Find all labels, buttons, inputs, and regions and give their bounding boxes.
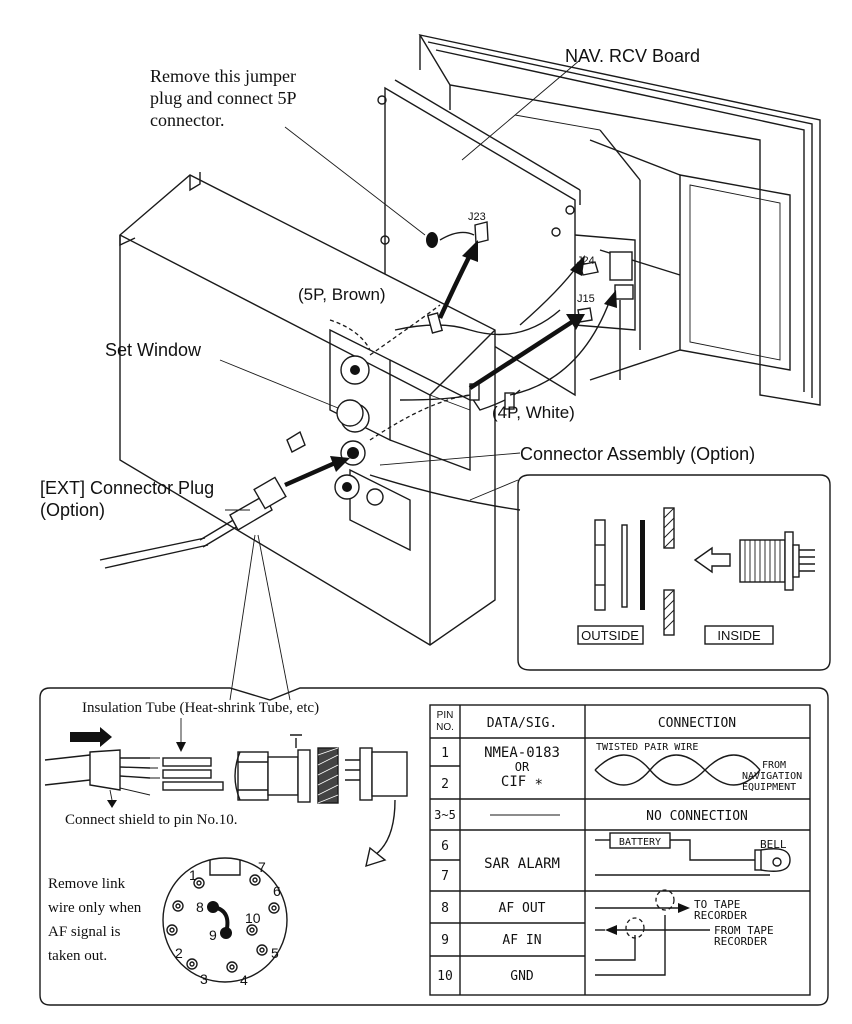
callout-nav-rcv-board: NAV. RCV Board	[565, 46, 700, 66]
table-cell-data: AF IN	[502, 933, 541, 948]
label-j15: J15	[577, 293, 595, 305]
callout-ext-plug-line-1: [EXT] Connector Plug	[40, 478, 214, 498]
callout-ext-plug-line-2: (Option)	[40, 500, 105, 520]
table-row-pin: 10	[437, 969, 453, 984]
pin-face-drawing	[162, 857, 288, 983]
table-cell-from-tape-line-1: FROM TAPE	[714, 924, 774, 937]
table-row-pin: 6	[441, 839, 449, 854]
table-cell-to-tape-line-1: TO TAPE	[694, 898, 740, 911]
table-header-data: DATA/SIG.	[487, 716, 557, 731]
label-remove-link-line-2: wire only when	[48, 900, 142, 916]
pin-face-number: 9	[209, 927, 217, 943]
pin-face-number: 6	[273, 883, 281, 899]
label-remove-link-line-3: AF signal is	[48, 924, 121, 940]
twisted-pair-symbol	[594, 754, 761, 786]
battery-bell-symbol	[595, 832, 791, 876]
callout-4p-white: (4P, White)	[492, 403, 575, 422]
table-row-pin: 2	[441, 777, 449, 792]
pin-face-number: 1	[189, 867, 197, 883]
table-cell-nmea-line-2: OR	[515, 760, 530, 774]
label-remove-link-line-1: Remove link	[48, 876, 126, 892]
bottom-panel-frame	[39, 687, 829, 1006]
table-cell-from-nav-line-2: NAVIGATION	[742, 771, 802, 782]
callout-jumper-line-2: plug and connect 5P	[150, 88, 296, 108]
label-j23: J23	[468, 211, 486, 223]
callout-jumper-line-3: connector.	[150, 110, 224, 130]
table-cell-bell: BELL	[760, 838, 787, 851]
table-cell-battery: BATTERY	[619, 837, 661, 848]
table-cell-data: AF OUT	[499, 901, 546, 916]
label-remove-link-line-4: taken out.	[48, 948, 107, 964]
callout-5p-brown: (5P, Brown)	[298, 285, 386, 304]
table-cell-sar-alarm: SAR ALARM	[484, 856, 560, 872]
pin-face-number: 4	[240, 972, 248, 988]
table-cell-nmea-line-3: CIF ∗	[501, 774, 543, 790]
table-cell-no-connection: NO CONNECTION	[646, 809, 748, 824]
callout-set-window: Set Window	[105, 340, 202, 360]
ext-connector-plug	[99, 476, 287, 569]
cable-prep-drawing	[44, 718, 408, 868]
table-row-pin: 8	[441, 901, 449, 916]
table-header-pin-line-2: NO.	[436, 722, 454, 733]
pin-face-number: 5	[271, 945, 279, 961]
table-header-pin-line-1: PIN	[437, 710, 454, 721]
pin-face-number: 2	[175, 945, 183, 961]
assembly-arrows	[284, 240, 617, 488]
label-j24: J24	[577, 255, 595, 267]
leader-lines	[219, 59, 581, 701]
pin-face-number: 10	[245, 910, 261, 926]
inset-label-outside: OUTSIDE	[581, 628, 639, 643]
table-row-pin: 1	[441, 746, 449, 761]
pin-face-number: 8	[196, 899, 204, 915]
table-cell-nmea-line-1: NMEA-0183	[484, 745, 560, 761]
af-wiring-symbol	[595, 889, 710, 976]
table-cell-from-nav-line-1: FROM	[762, 760, 786, 771]
inset-box	[469, 474, 831, 671]
table-row-pin: 7	[441, 869, 449, 884]
callout-jumper-line-1: Remove this jumper	[150, 66, 296, 86]
callout-connector-assembly: Connector Assembly (Option)	[520, 444, 755, 464]
inset-label-inside: INSIDE	[717, 628, 761, 643]
table-cell-to-tape-line-2: RECORDER	[694, 909, 747, 922]
label-connect-shield: Connect shield to pin No.10.	[65, 812, 238, 828]
table-header-connection: CONNECTION	[658, 716, 736, 731]
pin-face-number: 3	[200, 971, 208, 987]
pin-face-number: 7	[258, 859, 266, 875]
pin-table-grid	[429, 704, 811, 996]
table-row-pin: 9	[441, 933, 449, 948]
table-cell-from-tape-line-2: RECORDER	[714, 935, 767, 948]
label-insulation-tube: Insulation Tube (Heat-shrink Tube, etc)	[82, 700, 319, 716]
table-cell-from-nav-line-3: EQUIPMENT	[742, 782, 796, 793]
table-cell-data: GND	[510, 969, 534, 984]
display-unit-housing	[418, 33, 821, 406]
table-cell-twisted-pair: TWISTED PAIR WIRE	[596, 742, 698, 753]
table-row-pin: 3~5	[434, 808, 456, 822]
